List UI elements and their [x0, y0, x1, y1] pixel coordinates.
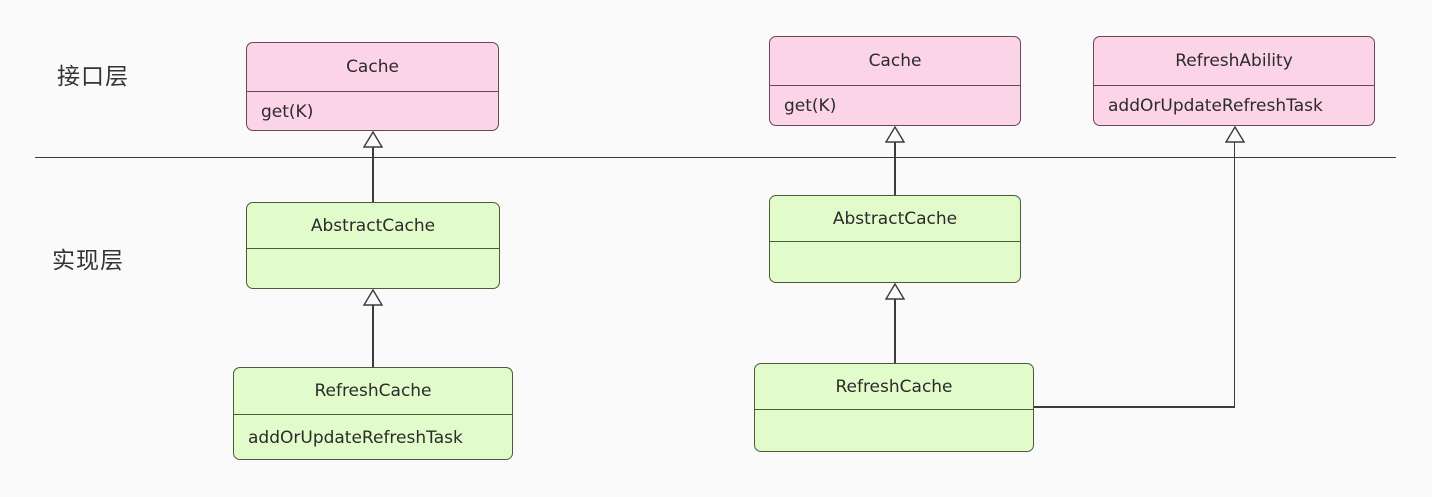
- node-left-refreshcache[interactable]: RefreshCache addOrUpdateRefreshTask: [233, 367, 513, 460]
- node-refreshability-member-0: addOrUpdateRefreshTask: [1108, 96, 1323, 116]
- node-refreshability-title: RefreshAbility: [1175, 51, 1293, 71]
- node-left-abstractcache-title: AbstractCache: [310, 215, 436, 236]
- node-left-cache[interactable]: Cache get(K): [246, 42, 499, 131]
- edge-right-abstractcache-to-cache-stem: [894, 141, 896, 195]
- node-left-abstractcache-member-0: [247, 249, 499, 288]
- node-left-abstractcache-separator: [247, 248, 499, 249]
- node-right-abstractcache-separator: [770, 241, 1020, 242]
- node-right-cache-separator: [770, 85, 1020, 86]
- layer-divider: [35, 157, 1396, 158]
- edge-right-refreshcache-to-refreshability-arrowhead: [1225, 126, 1245, 143]
- node-left-abstractcache[interactable]: AbstractCache: [246, 202, 500, 289]
- node-right-cache-title: Cache: [868, 51, 922, 71]
- edge-left-abstractcache-to-cache-arrowhead: [363, 131, 383, 148]
- node-left-refreshcache-title: RefreshCache: [314, 381, 432, 401]
- edge-left-refreshcache-to-abstractcache-arrowhead: [363, 289, 383, 306]
- layer-label-implementation: 实现层: [52, 248, 124, 274]
- node-left-refreshcache-member-0: addOrUpdateRefreshTask: [248, 427, 463, 448]
- edge-right-refreshcache-to-abstractcache-stem: [894, 298, 896, 363]
- node-right-refreshcache-title: RefreshCache: [835, 376, 953, 397]
- node-left-cache-title: Cache: [346, 57, 399, 77]
- node-right-refreshcache-member-0: [755, 410, 1033, 451]
- node-refreshability[interactable]: RefreshAbility addOrUpdateRefreshTask: [1093, 36, 1375, 126]
- node-right-cache[interactable]: Cache get(K): [769, 36, 1021, 126]
- node-right-abstractcache-member-0: [770, 242, 1020, 282]
- node-left-cache-member-0: get(K): [261, 101, 314, 122]
- edge-right-refreshcache-to-abstractcache-arrowhead: [885, 283, 905, 300]
- node-right-cache-member-0: get(K): [784, 96, 837, 116]
- node-left-refreshcache-separator: [234, 414, 512, 415]
- edge-right-refreshcache-to-refreshability-vertical: [1233, 141, 1235, 407]
- node-right-abstractcache[interactable]: AbstractCache: [769, 195, 1021, 283]
- node-right-refreshcache[interactable]: RefreshCache: [754, 363, 1034, 452]
- node-left-cache-separator: [247, 91, 498, 92]
- node-right-refreshcache-separator: [755, 409, 1033, 410]
- edge-right-abstractcache-to-cache-arrowhead: [885, 126, 905, 143]
- node-right-abstractcache-title: AbstractCache: [832, 208, 958, 229]
- layer-label-interface: 接口层: [57, 64, 129, 90]
- edge-left-refreshcache-to-abstractcache-stem: [372, 304, 374, 367]
- node-refreshability-separator: [1094, 85, 1374, 86]
- edge-left-abstractcache-to-cache-stem: [372, 146, 374, 202]
- edge-right-refreshcache-to-refreshability-horizontal: [1034, 406, 1235, 408]
